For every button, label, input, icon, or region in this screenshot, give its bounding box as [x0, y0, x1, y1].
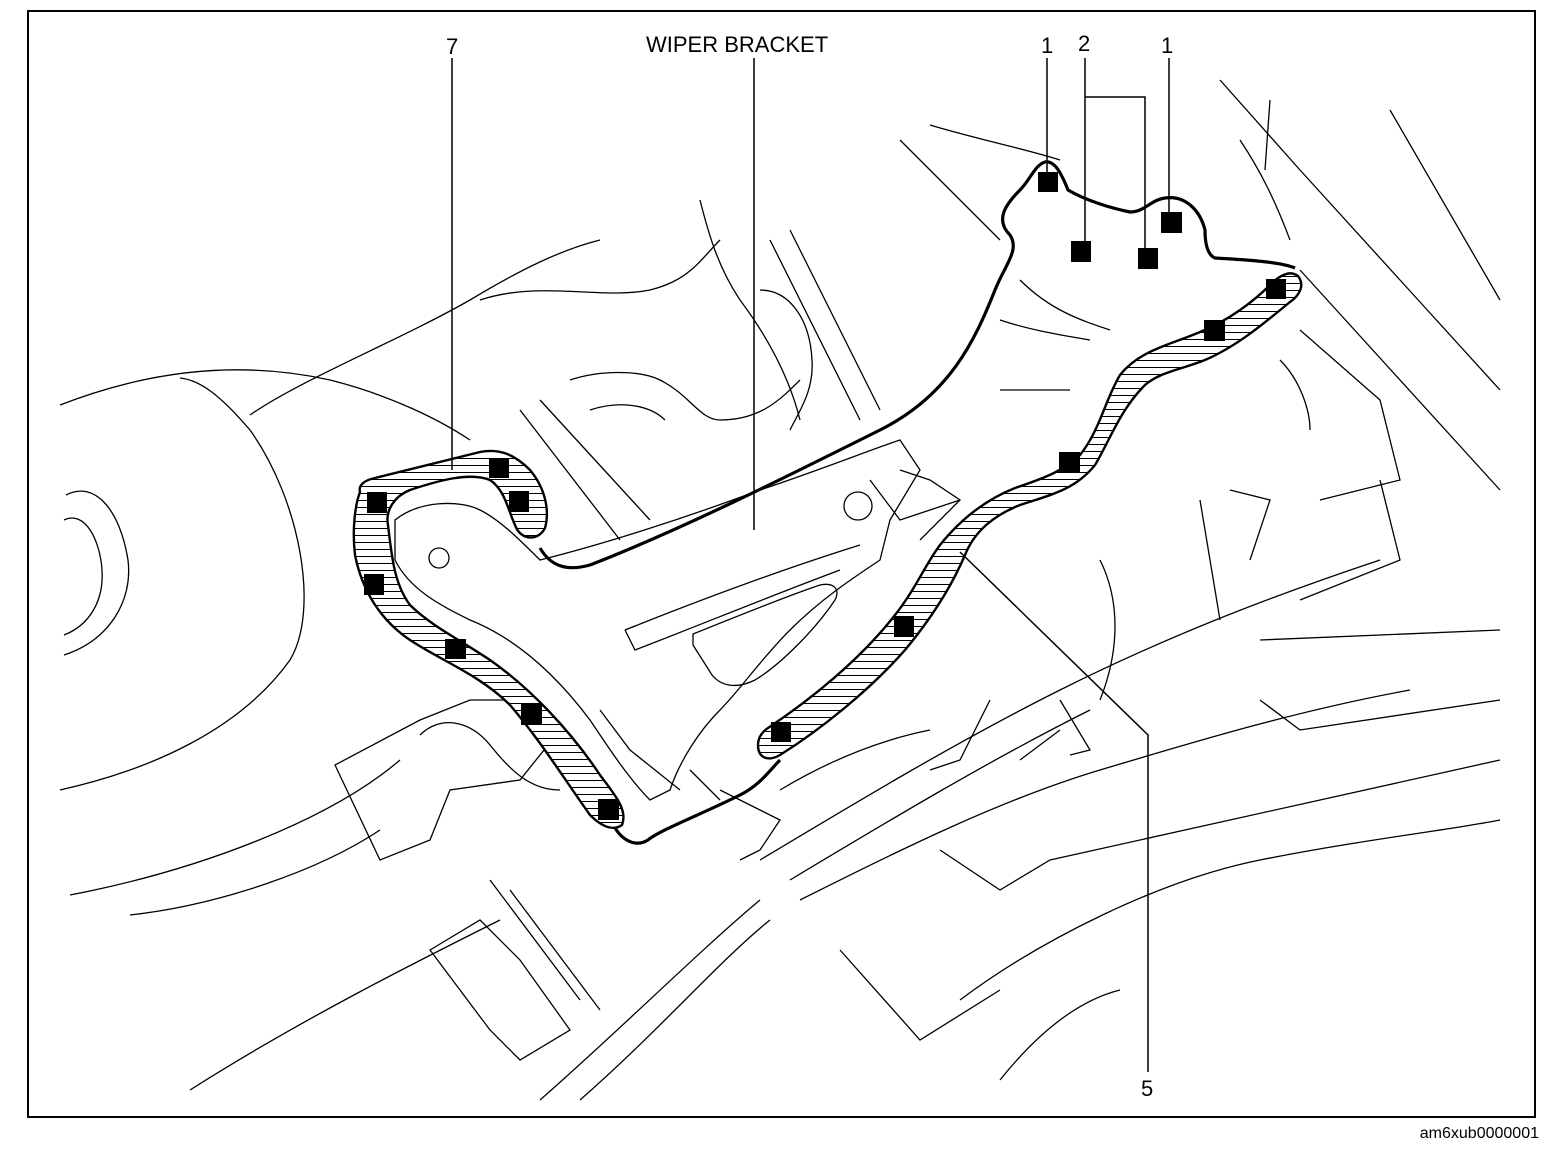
fastener	[1161, 212, 1182, 233]
fastener	[489, 458, 509, 478]
figure-frame	[27, 10, 1536, 1118]
fastener	[894, 616, 914, 637]
callout-7-label: 7	[446, 34, 459, 59]
fastener	[1038, 172, 1058, 192]
fastener	[1266, 279, 1286, 299]
fastener-squares	[364, 172, 1286, 820]
hatched-seal-band	[352, 272, 1303, 829]
leader-2	[1084, 58, 1146, 248]
callout-1-right-label: 1	[1161, 33, 1174, 58]
fastener	[1071, 241, 1091, 262]
fastener	[771, 722, 791, 742]
leader-lines	[451, 58, 1170, 1072]
fastener	[1059, 452, 1080, 472]
fastener	[509, 491, 529, 512]
background-body-lines	[59, 79, 1501, 1101]
callout-1-left-label: 1	[1041, 33, 1054, 58]
hatched-seal-band-right	[756, 272, 1303, 760]
fastener	[367, 492, 387, 513]
wiper-bracket-label: WIPER BRACKET	[646, 32, 829, 57]
fastener	[1204, 320, 1225, 341]
callout-2-label: 2	[1078, 31, 1091, 56]
sealant-outline	[538, 160, 1296, 845]
leader-5	[959, 551, 1149, 1072]
fastener	[521, 704, 542, 725]
figure-code: am6xub0000001	[1419, 1125, 1539, 1142]
hatched-seal-band-left	[352, 449, 625, 829]
fastener	[445, 639, 466, 659]
callout-5-label: 5	[1141, 1076, 1154, 1101]
wiper-bracket	[394, 439, 921, 801]
fastener	[364, 574, 384, 595]
fastener	[598, 799, 619, 820]
fastener	[1138, 248, 1158, 269]
